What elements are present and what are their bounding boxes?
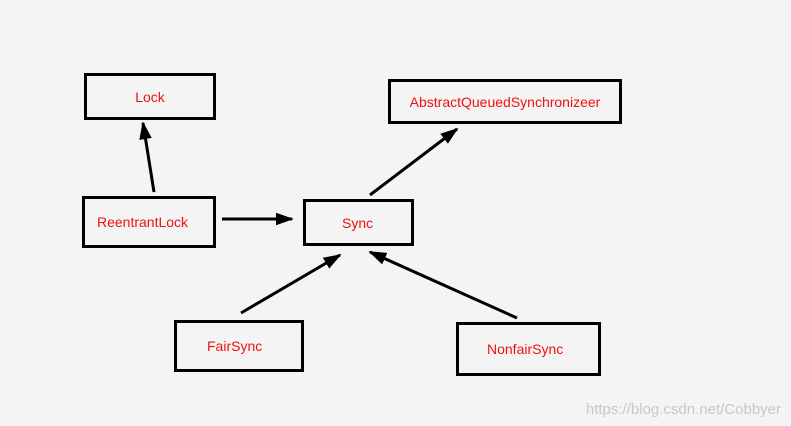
node-abstract-queued-synchronizer: AbstractQueuedSynchronizeer bbox=[388, 79, 622, 124]
watermark-text: https://blog.csdn.net/Cobbyer bbox=[585, 401, 781, 418]
node-label-aqs: AbstractQueuedSynchronizeer bbox=[409, 93, 601, 110]
node-label-sync: Sync bbox=[342, 214, 374, 231]
arrow-sync-to-aqs bbox=[369, 127, 459, 197]
node-label-nonfair-sync: NonfairSync bbox=[487, 341, 564, 357]
arrow-fairsync-to-sync bbox=[240, 253, 342, 315]
node-label-fair-sync: FairSync bbox=[207, 338, 263, 354]
node-reentrant-lock: ReentrantLock bbox=[82, 196, 216, 248]
node-sync: Sync bbox=[303, 199, 414, 246]
node-nonfair-sync: NonfairSync bbox=[456, 322, 601, 376]
node-label-reentrant-lock: ReentrantLock bbox=[97, 214, 189, 230]
arrow-nonfairsync-to-sync bbox=[368, 250, 518, 320]
node-lock: Lock bbox=[84, 73, 216, 120]
arrow-reentrantlock-to-lock bbox=[139, 121, 156, 193]
node-fair-sync: FairSync bbox=[174, 320, 304, 372]
node-label-lock: Lock bbox=[135, 88, 165, 105]
